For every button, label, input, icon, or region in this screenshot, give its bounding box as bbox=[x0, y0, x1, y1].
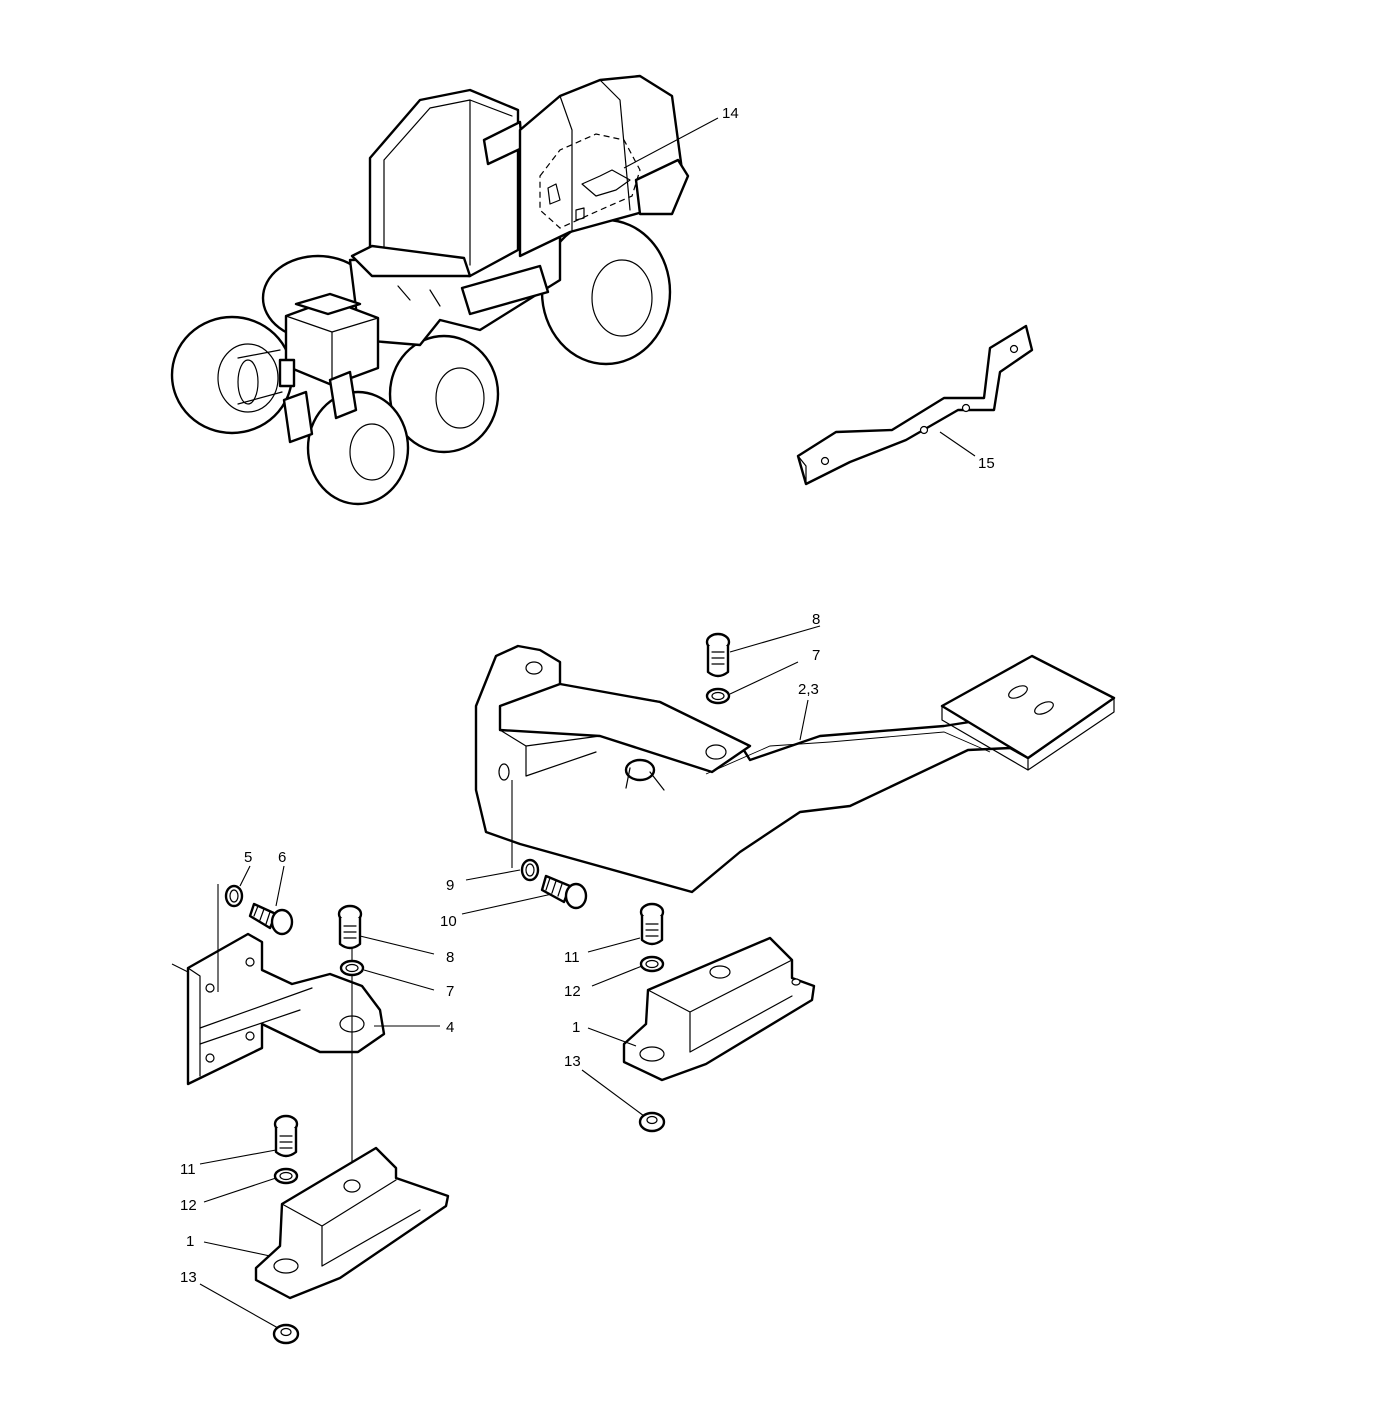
vehicle-cab bbox=[350, 88, 524, 307]
wheel-front-right bbox=[540, 218, 672, 366]
pedal-bracket bbox=[474, 644, 1116, 894]
callout-8-mid: 8 bbox=[446, 949, 454, 966]
rubber-mount-left bbox=[254, 1146, 450, 1300]
vehicle-overview bbox=[170, 74, 690, 506]
callout-15: 15 bbox=[978, 455, 995, 472]
callout-5: 5 bbox=[244, 849, 252, 866]
screw-8-mid bbox=[337, 904, 363, 950]
vehicle-front-module bbox=[237, 292, 380, 444]
detail-14-outline bbox=[539, 133, 641, 229]
callout-9: 9 bbox=[446, 877, 454, 894]
nut-13-right bbox=[638, 1111, 666, 1133]
callout-11-left: 11 bbox=[180, 1161, 196, 1178]
washer-12-left bbox=[273, 1167, 299, 1185]
washer-9 bbox=[520, 858, 540, 882]
rubber-mount-right bbox=[622, 936, 816, 1082]
callout-labels: 14 15 8 7 2,3 5 6 9 10 8 7 4 11 12 1 13 … bbox=[180, 105, 995, 1286]
callout-14: 14 bbox=[722, 105, 739, 122]
callout-1-left: 1 bbox=[186, 1233, 194, 1250]
callout-10: 10 bbox=[440, 913, 457, 930]
pedal-pad bbox=[940, 654, 1116, 771]
washer-7-top bbox=[705, 687, 731, 705]
callout-12-right: 12 bbox=[564, 983, 581, 1000]
wheel-front-left bbox=[306, 390, 410, 506]
callout-1-right: 1 bbox=[572, 1019, 580, 1036]
mounting-strip bbox=[796, 324, 1034, 486]
wheel-rear-left bbox=[170, 315, 294, 435]
callout-7-top: 7 bbox=[812, 647, 820, 664]
vehicle-engine-hood bbox=[518, 74, 690, 258]
callout-12-left: 12 bbox=[180, 1197, 197, 1214]
callout-11-right: 11 bbox=[564, 949, 580, 966]
wheel-mid-left bbox=[388, 334, 500, 454]
screw-11-left bbox=[273, 1114, 299, 1158]
screw-6 bbox=[248, 902, 294, 936]
screw-10 bbox=[540, 874, 588, 910]
callout-7-mid: 7 bbox=[446, 983, 454, 1000]
callout-4: 4 bbox=[446, 1019, 454, 1036]
washer-5 bbox=[224, 884, 244, 908]
leader-lines bbox=[199, 117, 976, 1329]
callout-2-3: 2,3 bbox=[798, 681, 819, 698]
callout-13-left: 13 bbox=[180, 1269, 197, 1286]
screw-8-top bbox=[705, 632, 731, 678]
washer-12-right bbox=[639, 955, 665, 973]
callout-8-top: 8 bbox=[812, 611, 820, 628]
screw-11-right bbox=[639, 902, 665, 946]
washer-7-mid bbox=[339, 959, 365, 977]
callout-13-right: 13 bbox=[564, 1053, 581, 1070]
nut-13-left bbox=[272, 1323, 300, 1345]
callout-6: 6 bbox=[278, 849, 286, 866]
